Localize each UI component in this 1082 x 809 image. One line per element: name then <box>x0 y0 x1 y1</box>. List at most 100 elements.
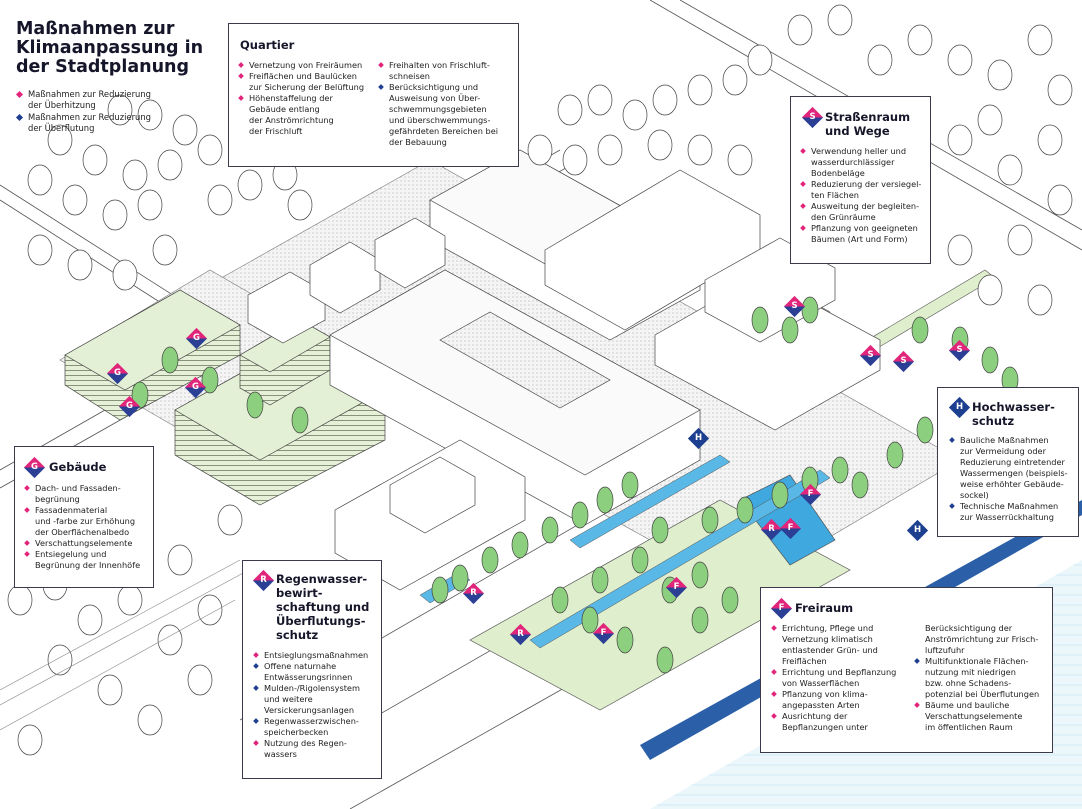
green-tree-icon <box>511 531 529 559</box>
tree-icon <box>187 664 213 696</box>
bullet-text-line: Pflanzung von klima- <box>782 689 868 699</box>
bullet-item: Pflanzung von klima-angepassten Arten <box>771 689 912 711</box>
bullet-text-line: und -farbe zur Erhöhung <box>35 516 136 526</box>
bullet-text-line: potenzial bei Überflutungen <box>925 689 1040 699</box>
bullet-item: Verschattungselemente <box>24 538 153 549</box>
green-tree-icon <box>751 306 769 334</box>
green-tree-icon <box>551 586 569 614</box>
tree-icon <box>167 544 193 576</box>
map-marker-s-icon: S <box>783 295 806 318</box>
bullet-text-line: von Wasserflächen <box>782 678 860 688</box>
green-tree-icon <box>771 481 789 509</box>
heading-line: Überflutungs- <box>276 614 366 628</box>
heat-bullet-icon <box>771 669 777 675</box>
bullet-text-line: Dach- und Fassaden- <box>35 483 121 493</box>
bullet-text-line: zur Wasserrückhaltung <box>960 512 1054 522</box>
bullet-text-line: und weitere <box>264 694 313 704</box>
bullet-text-line: Freihalten von Frischluft- <box>389 60 490 70</box>
bullet-text-line: Ausrichtung der <box>782 711 848 721</box>
bullet-text-line: ten Flächen <box>811 190 859 200</box>
heat-bullet-icon <box>800 181 806 187</box>
green-tree-icon <box>656 646 674 674</box>
heat-bullet-icon <box>24 507 30 513</box>
tree-icon <box>827 4 853 36</box>
green-tree-icon <box>431 576 449 604</box>
legend-text-line: der Überhitzung <box>28 100 96 110</box>
bullet-text-line: Entsieglungsmaßnahmen <box>264 650 369 660</box>
map-marker-f-icon: F <box>592 622 615 645</box>
bullet-text-line: zur Vermeidung oder <box>960 446 1046 456</box>
page-title: Maßnahmen zur Klimaanpassung in der Stad… <box>16 20 216 77</box>
green-tree-icon <box>291 406 309 434</box>
bullet-text-line: Berücksichtigung der <box>925 623 1013 633</box>
tree-icon <box>727 144 753 176</box>
green-tree-icon <box>591 566 609 594</box>
tree-icon <box>977 104 1003 136</box>
bullet-item: Reduzierung der versiegel-ten Flächen <box>800 179 929 201</box>
bullet-text-line: Freiflächen <box>782 656 827 666</box>
tree-icon <box>1007 224 1033 256</box>
bullet-text-line: Versickerungsanlagen <box>264 705 355 715</box>
map-marker-s-icon: S <box>859 344 882 367</box>
green-tree-icon <box>981 346 999 374</box>
bullet-text-line: schwemmungsgebieten <box>389 104 487 114</box>
tree-icon <box>722 64 748 96</box>
bullet-text-line: Reduzierung der versiegel- <box>811 179 922 189</box>
tree-icon <box>157 624 183 656</box>
green-tree-icon <box>691 606 709 634</box>
green-tree-icon <box>631 546 649 574</box>
green-tree-icon <box>736 496 754 524</box>
bullet-text-line: begrünung <box>35 494 80 504</box>
green-tree-icon <box>851 471 869 499</box>
heading-line: Regenwasser- <box>276 572 368 586</box>
heat-bullet-icon <box>771 625 777 631</box>
bullet-text-line: Höhenstaffelung der <box>249 93 333 103</box>
map-marker-s-icon: S <box>892 350 915 373</box>
tree-icon <box>47 644 73 676</box>
tree-icon <box>217 504 243 536</box>
green-tree-icon <box>831 456 849 484</box>
bullet-text-line: Nutzung des Regen- <box>264 738 347 748</box>
tree-icon <box>1037 124 1063 156</box>
heat-bullet-icon <box>238 62 244 68</box>
tree-icon <box>197 134 223 166</box>
flood-bullet-icon <box>949 503 955 509</box>
tree-icon <box>1027 284 1053 316</box>
map-marker-f-icon: F <box>799 483 822 506</box>
legend-text-line: Maßnahmen zur Reduzierung <box>28 89 151 99</box>
legend-text-line: Maßnahmen zur Reduzierung <box>28 112 151 122</box>
tree-icon <box>67 249 93 281</box>
bullet-item: Multifunktionale Flächen-nutzung mit nie… <box>914 656 1050 700</box>
heat-bullet-icon <box>238 95 244 101</box>
map-marker-r-icon: R <box>760 518 783 541</box>
flood-bullet-icon <box>914 658 920 664</box>
bullet-text-line: Bauliche Maßnahmen <box>960 435 1049 445</box>
bullet-text-line: Bäumen (Art und Form) <box>811 234 908 244</box>
tree-icon <box>207 184 233 216</box>
tree-icon <box>287 189 313 221</box>
bullet-text-line: Errichtung und Bepflanzung <box>782 667 897 677</box>
map-marker-f-icon: F <box>665 576 688 599</box>
bullet-item: Entsieglungsmaßnahmen <box>253 650 382 661</box>
bullet-text-line: der Bebauung <box>389 137 447 147</box>
tree-icon <box>647 129 673 161</box>
tree-icon <box>112 259 138 291</box>
flood-bullet-icon <box>949 437 955 443</box>
flood-legend-icon <box>15 113 24 122</box>
bullet-text-line: luftzufuhr <box>925 645 965 655</box>
tree-icon <box>947 124 973 156</box>
bullet-text-line: Reduzierung eintretender <box>960 457 1065 467</box>
green-tree-icon <box>801 296 819 324</box>
heat-bullet-icon <box>771 691 777 697</box>
heat-bullet-icon <box>378 62 384 68</box>
tree-icon <box>97 674 123 706</box>
tree-icon <box>997 154 1023 186</box>
